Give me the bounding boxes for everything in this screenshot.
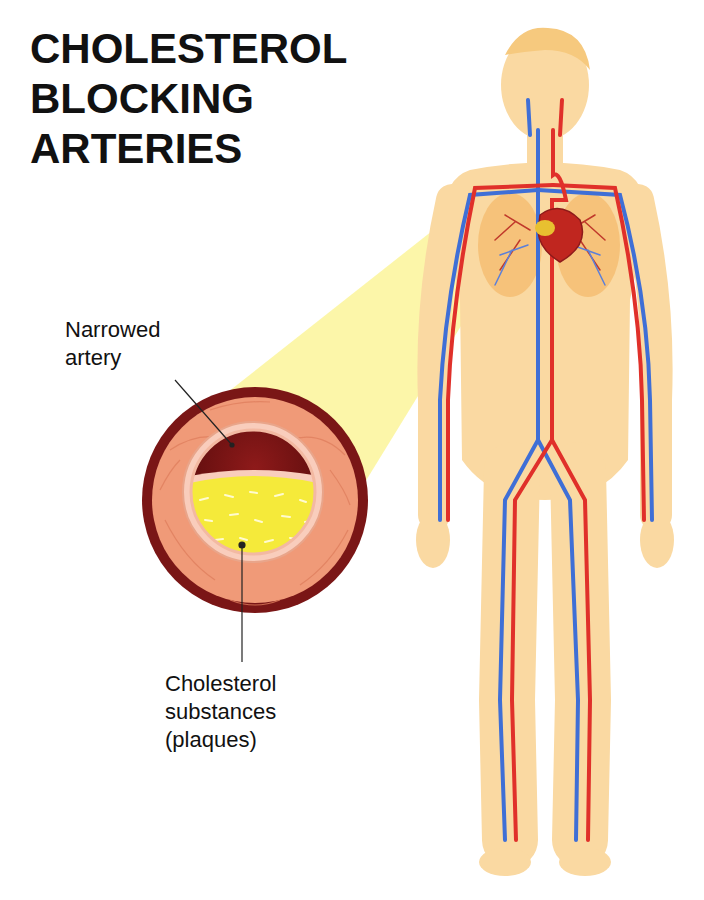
- human-figure: [416, 28, 674, 876]
- diagram-title: CHOLESTEROL BLOCKING ARTERIES: [30, 24, 370, 174]
- part-label: Narrowed artery: [65, 316, 205, 372]
- leader-lines: [175, 380, 245, 662]
- part-label: Cholesterol substances (plaques): [165, 670, 335, 754]
- artery-cross-section: [142, 387, 368, 613]
- blood-vessels: [440, 100, 652, 840]
